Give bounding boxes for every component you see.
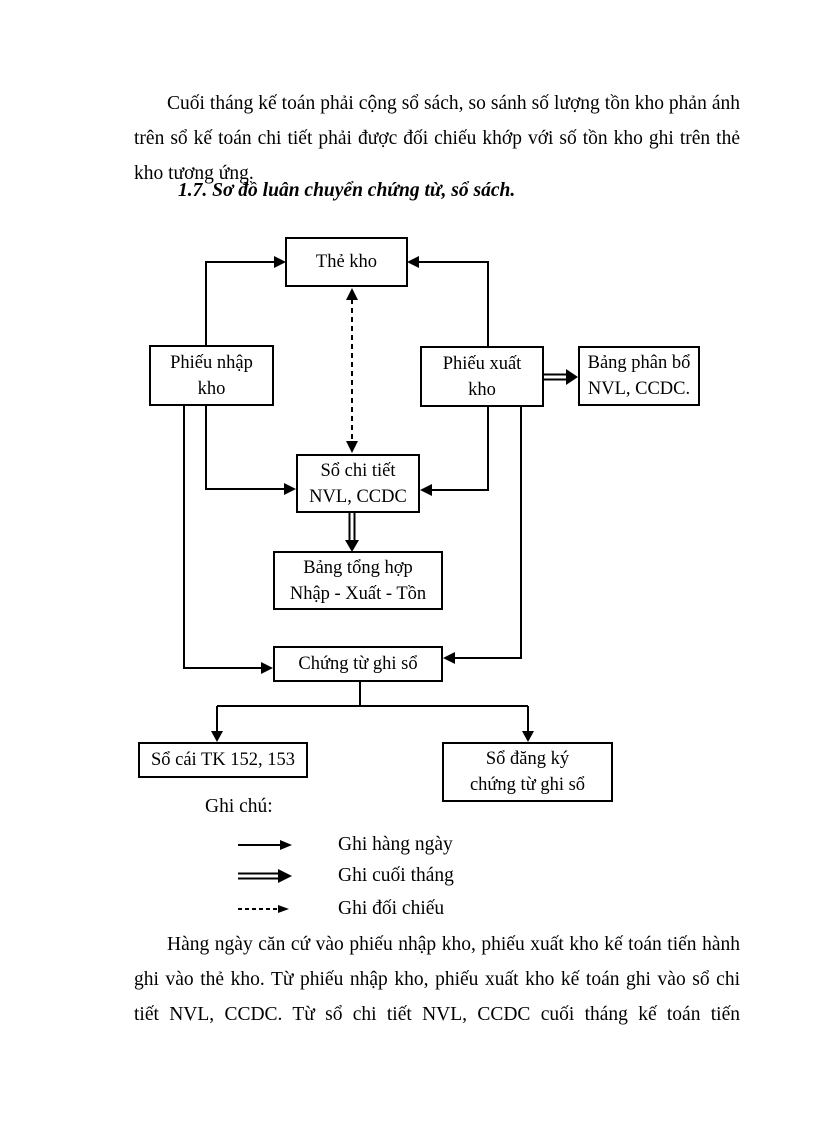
paragraph-body: Hàng ngày căn cứ vào phiếu nhập kho, phi… <box>134 934 740 1025</box>
connector-xuat-to-phan-bo-double-arrow <box>544 369 578 385</box>
box-label: Phiếu xuất kho <box>442 353 522 400</box>
dashed-arrow-icon <box>238 905 289 913</box>
connector-phieu-nhap-to-chung-tu <box>183 406 273 674</box>
box-label: Sổ cái TK 152, 153 <box>150 750 296 770</box>
connector-phieu-xuat-to-chung-tu <box>443 407 522 664</box>
section-heading: 1.7. Sơ đồ luân chuyển chứng từ, sổ sách… <box>178 180 516 201</box>
connector-phieu-xuat-to-so-chi-tiet <box>420 407 489 496</box>
box-chung-tu-ghi-so: Chứng từ ghi sổ <box>273 646 443 682</box>
connector-phieu-nhap-to-the-kho <box>205 256 286 345</box>
legend-item-daily: Ghi hàng ngày <box>238 832 453 858</box>
connector-so-chi-tiet-to-tong-hop-double-arrow <box>345 513 359 552</box>
box-bang-tong-hop: Bảng tổng hợp Nhập - Xuất - Tồn <box>273 551 443 610</box>
connector-phieu-xuat-to-the-kho <box>407 256 489 346</box>
box-label: Phiếu nhập kho <box>170 352 253 399</box>
box-label: Bảng tổng hợp Nhập - Xuất - Tồn <box>289 557 427 604</box>
legend-label: Ghi hàng ngày <box>338 834 453 855</box>
solid-arrow-icon <box>238 840 292 850</box>
box-label: Thẻ kho <box>315 252 378 272</box>
box-label: Sổ đăng ký chứng từ ghi sổ <box>469 749 586 795</box>
paragraph-intro: Cuối tháng kế toán phải cộng sổ sách, so… <box>134 93 740 184</box>
box-label: Sổ chi tiết NVL, CCDC <box>309 460 407 507</box>
connector-phieu-nhap-to-so-chi-tiet <box>205 406 296 495</box>
double-arrow-icon <box>238 869 292 883</box>
legend-label: Ghi đối chiếu <box>338 898 445 919</box>
box-bang-phan-bo: Bảng phân bổ NVL, CCDC. <box>578 346 700 406</box>
legend-item-cross-check: Ghi đối chiếu <box>238 896 444 922</box>
box-the-kho: Thẻ kho <box>285 237 408 287</box>
box-so-chi-tiet: Sổ chi tiết NVL, CCDC <box>296 454 420 513</box>
connector-doi-chieu-dashed-arrow <box>346 288 358 453</box>
box-label: Bảng phân bổ NVL, CCDC. <box>587 353 691 399</box>
legend-title: Ghi chú: <box>205 796 273 817</box>
box-so-cai: Sổ cái TK 152, 153 <box>138 742 308 778</box>
legend-label: Ghi cuối tháng <box>338 865 454 886</box>
box-phieu-xuat-kho: Phiếu xuất kho <box>420 346 544 407</box>
legend-item-month-end: Ghi cuối tháng <box>238 863 454 889</box>
box-label: Chứng từ ghi sổ <box>298 654 418 674</box>
box-phieu-nhap-kho: Phiếu nhập kho <box>149 345 274 406</box>
box-so-dang-ky: Sổ đăng ký chứng từ ghi sổ <box>442 742 613 802</box>
connector-chung-tu-branch <box>211 682 534 742</box>
